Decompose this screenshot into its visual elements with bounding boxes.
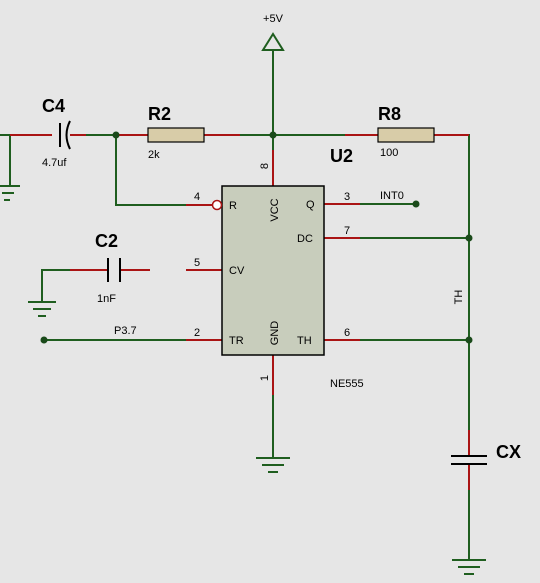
pin-stubs (10, 134, 470, 490)
c2-ref: C2 (95, 231, 118, 251)
junction-th (465, 336, 473, 344)
resistor-r8[interactable] (377, 127, 435, 143)
r8-value: 100 (380, 147, 398, 159)
pin-name-th: TH (297, 335, 312, 347)
ic-u2-body[interactable] (221, 185, 325, 356)
junctions (40, 131, 473, 344)
ic-part: NE555 (330, 378, 364, 390)
c4-value: 4.7uf (42, 157, 67, 169)
pin-num-gnd: 1 (259, 375, 271, 381)
pin-num-cv: 5 (194, 257, 200, 269)
capacitor-cx[interactable] (451, 455, 487, 465)
junction-p37 (40, 336, 48, 344)
pin-num-th: 6 (344, 327, 350, 339)
ground-icon-cx (452, 559, 486, 575)
pin-name-vcc: VCC (269, 198, 281, 221)
pin-num-dc: 7 (344, 225, 350, 237)
power-terminal-icon (261, 32, 285, 51)
r2-ref: R2 (148, 104, 171, 124)
ground-icon-ic (256, 457, 290, 473)
net-th: TH (453, 290, 465, 305)
junction-r2-left (112, 131, 120, 139)
pin-name-q: Q (306, 199, 315, 211)
pin-name-gnd: GND (269, 321, 281, 346)
wire-reset-loop (115, 135, 186, 206)
pin-name-dc: DC (297, 233, 313, 245)
pin-num-r: 4 (194, 191, 200, 203)
cx-ref: CX (496, 442, 521, 462)
supply-label: +5V (263, 13, 284, 25)
ground-icon-c4 (0, 185, 20, 201)
pin-num-vcc: 8 (259, 163, 271, 169)
ground-icon-c2 (28, 301, 56, 317)
capacitor-c2[interactable] (107, 258, 121, 282)
wire-r8-right (434, 134, 470, 430)
pin-name-r: R (229, 200, 237, 212)
pin-name-cv: CV (229, 265, 245, 277)
junction-dc (465, 234, 473, 242)
net-p37: P3.7 (114, 325, 137, 337)
pin-name-tr: TR (229, 335, 244, 347)
junction-int0 (412, 200, 420, 208)
c2-value: 1nF (97, 293, 116, 305)
r8-ref: R8 (378, 104, 401, 124)
net-int0: INT0 (380, 190, 404, 202)
resistor-r2[interactable] (147, 127, 205, 143)
pin-num-q: 3 (344, 191, 350, 203)
c4-ref: C4 (42, 96, 65, 116)
r2-value: 2k (148, 149, 160, 161)
ic-ref: U2 (330, 146, 353, 166)
junction-vcc-top (269, 131, 277, 139)
reset-bubble (211, 199, 223, 211)
wire-c4-left (0, 134, 11, 186)
pin-num-tr: 2 (194, 327, 200, 339)
capacitor-c4[interactable] (59, 120, 71, 150)
wire-c2-gnd (41, 269, 102, 302)
